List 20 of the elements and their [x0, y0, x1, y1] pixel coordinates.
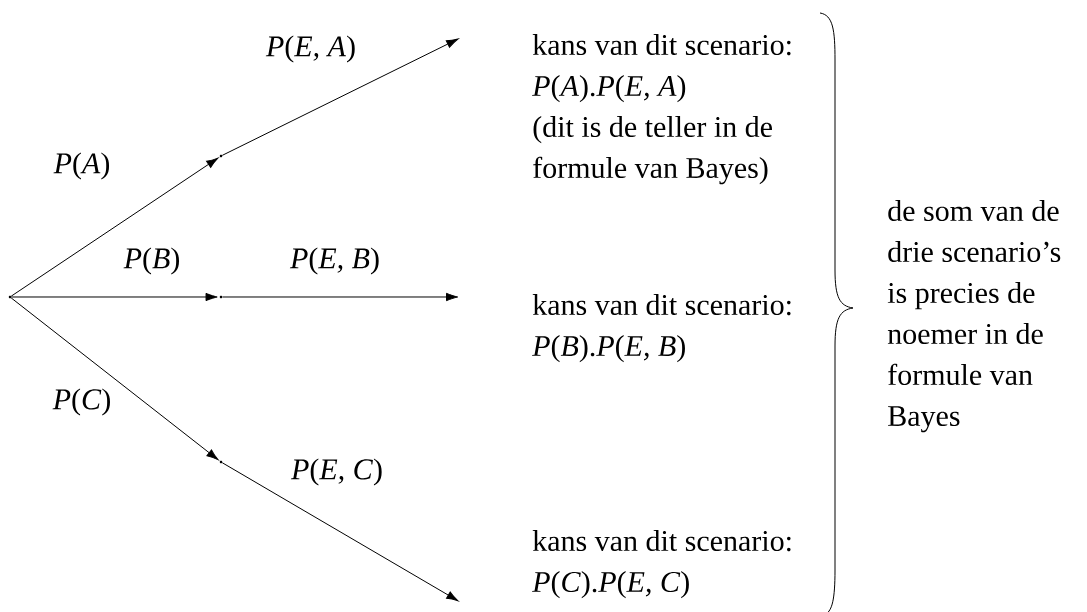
arrow [221, 462, 459, 602]
scenario-text: kans van dit scenario: P(C).P(E, C) [532, 530, 791, 599]
branch-point [8, 295, 12, 299]
edge-label: P(E, B) [289, 247, 379, 275]
branch-point [219, 460, 223, 464]
branch-point [219, 154, 223, 158]
branch-point [219, 295, 223, 299]
edge-label: P(E, A) [265, 35, 355, 63]
scenario-text: kans van dit scenario: P(B).P(E, B) [532, 294, 791, 363]
edge-label: P(A) [53, 152, 110, 180]
arrow [10, 157, 219, 297]
arrow [221, 292, 459, 302]
scenario-text: kans van dit scenario: P(A).P(E, A) (dit is de teller in de formule van Bayes) [532, 34, 791, 185]
edge-label: P(C) [52, 388, 110, 416]
arrow [10, 297, 219, 461]
arrow [221, 38, 459, 156]
note-text: de som van de drie scenario’s is precies de noemer in de formule van Bayes [887, 200, 1061, 433]
edge-label: P(E, C) [290, 458, 382, 486]
edge-label: P(B) [123, 247, 179, 275]
arrow [10, 292, 218, 302]
